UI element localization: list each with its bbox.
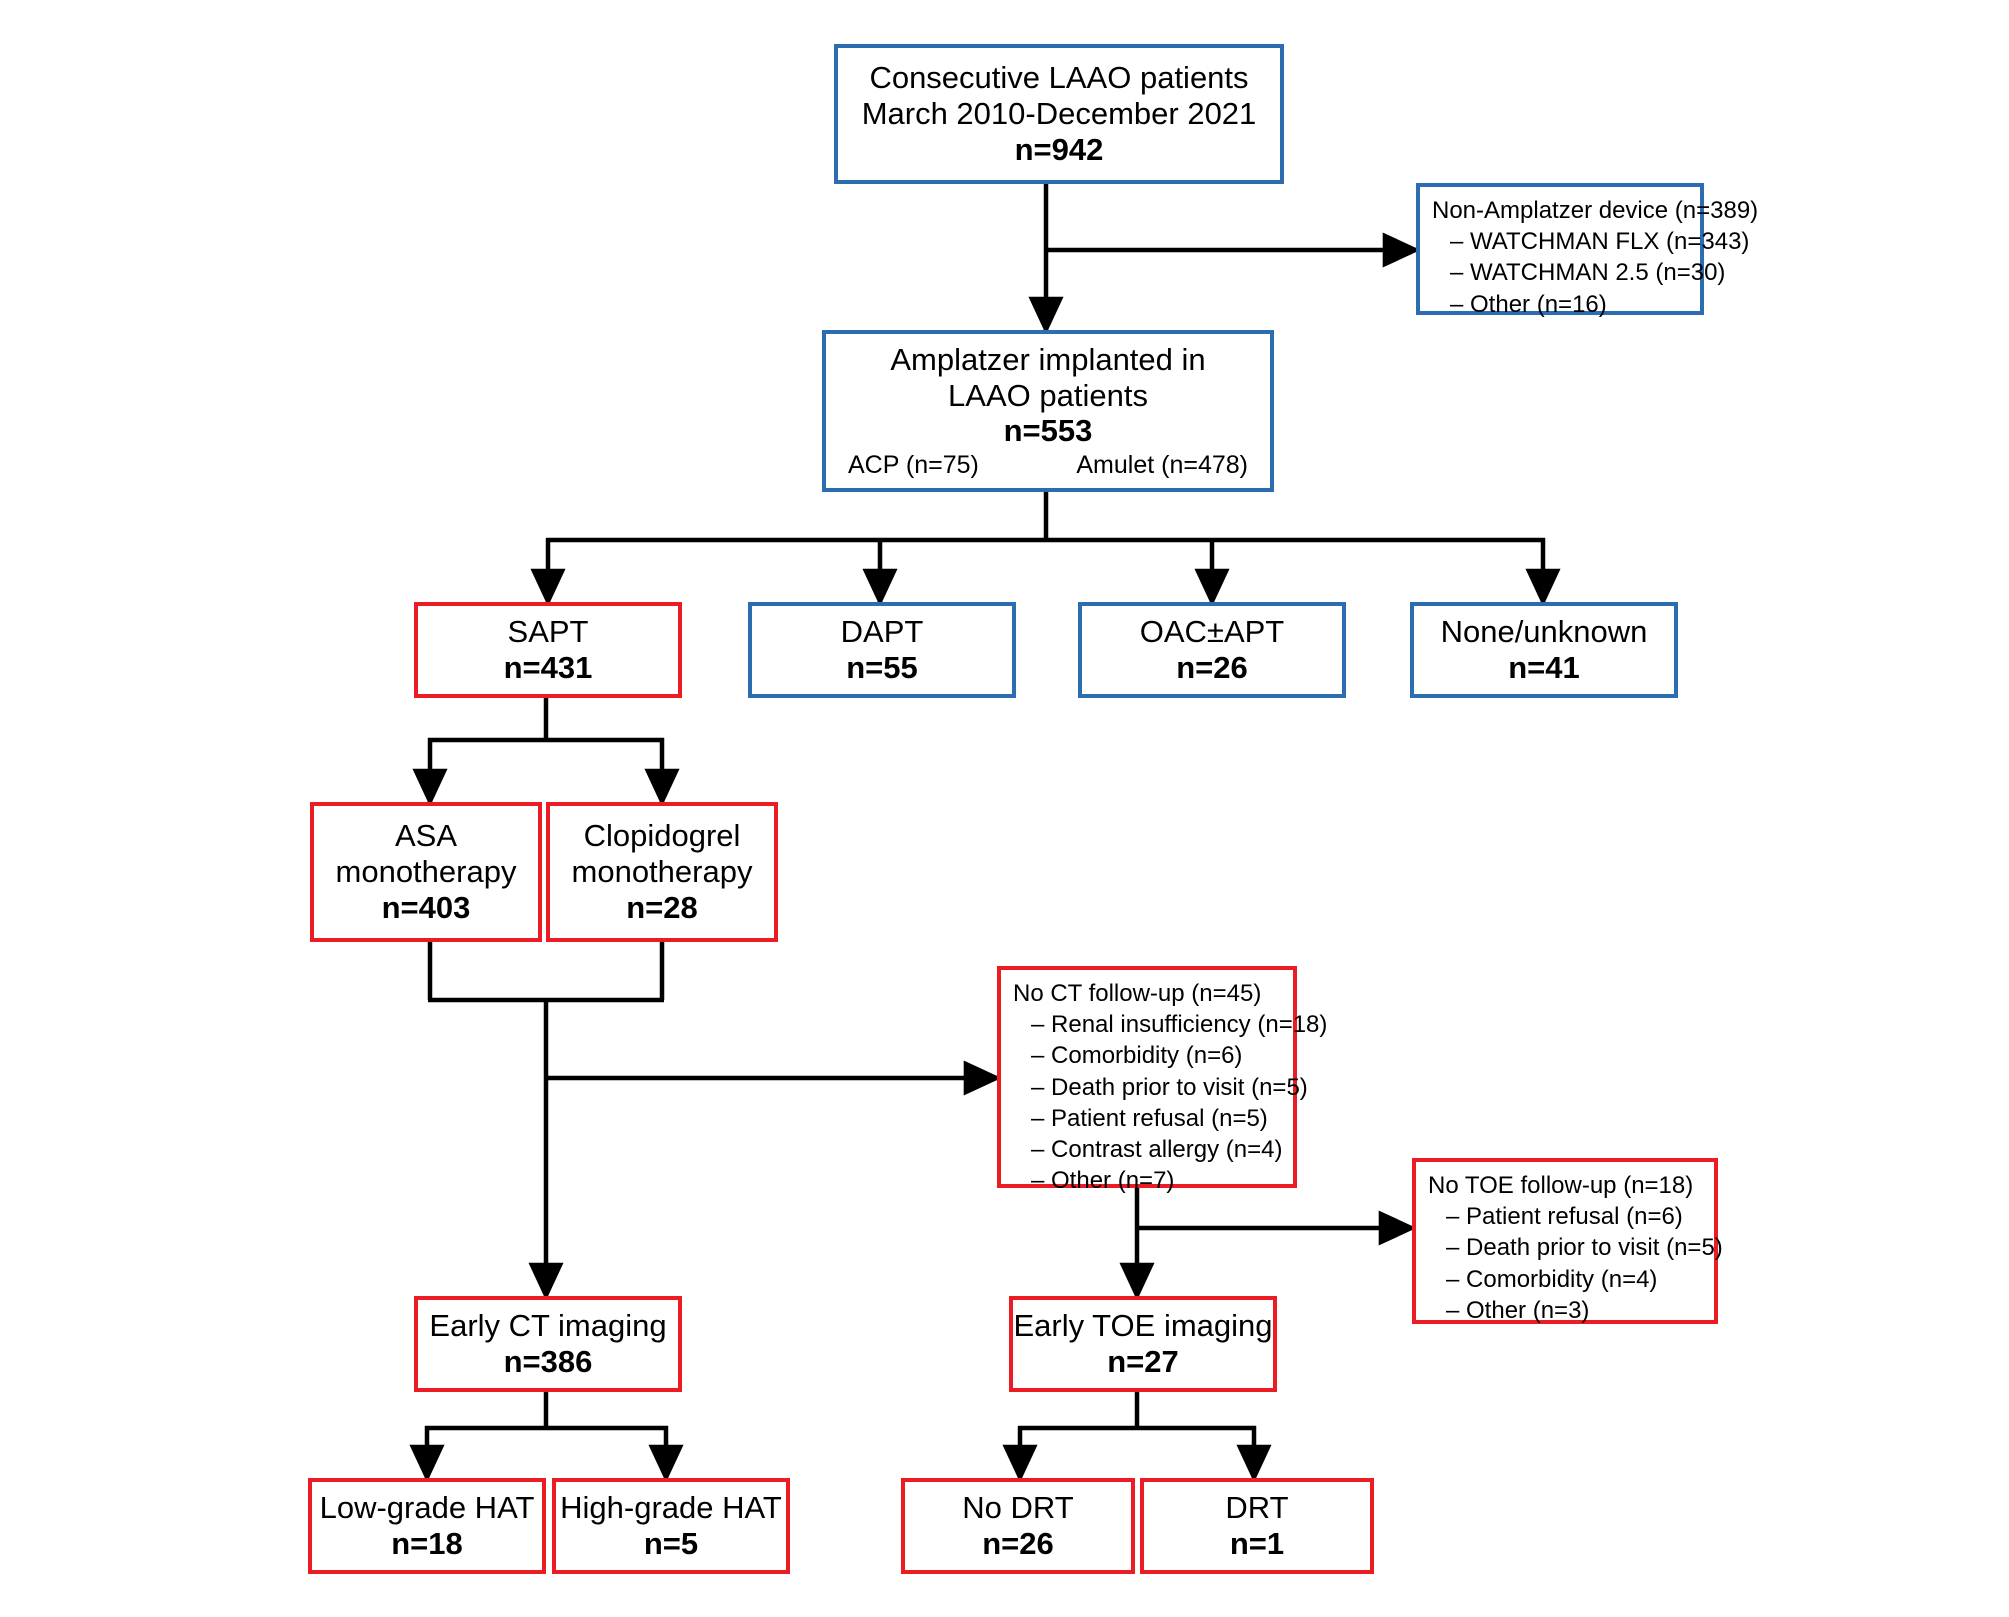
drt-label: DRT — [1225, 1490, 1289, 1526]
early-ct-count: n=386 — [503, 1344, 593, 1379]
non-amplatzer-line2: – WATCHMAN FLX (n=343) — [1450, 228, 1750, 256]
node-sapt: SAPT n=431 — [414, 602, 682, 698]
asa-line2: monotherapy — [335, 854, 517, 890]
oac-count: n=26 — [1176, 650, 1248, 685]
no-toe-line2: – Patient refusal (n=6) — [1446, 1203, 1683, 1231]
consecutive-count: n=942 — [1014, 131, 1104, 167]
no-drt-label: No DRT — [962, 1490, 1074, 1526]
node-low-grade-hat: Low-grade HAT n=18 — [308, 1478, 546, 1574]
no-toe-line4: – Comorbidity (n=4) — [1446, 1265, 1658, 1293]
low-hat-count: n=18 — [391, 1526, 463, 1561]
node-no-toe-followup: No TOE follow-up (n=18) – Patient refusa… — [1412, 1158, 1723, 1324]
clopidogrel-count: n=28 — [626, 889, 698, 925]
early-toe-label: Early TOE imaging — [1013, 1308, 1273, 1344]
node-early-ct-imaging: Early CT imaging n=386 — [414, 1296, 682, 1392]
node-drt: DRT n=1 — [1140, 1478, 1374, 1574]
amplatzer-count: n=553 — [1003, 413, 1093, 449]
clopidogrel-line1: Clopidogrel — [583, 818, 741, 854]
high-hat-count: n=5 — [643, 1526, 699, 1561]
consecutive-line1: Consecutive LAAO patients — [869, 60, 1249, 96]
no-ct-line6: – Contrast allergy (n=4) — [1031, 1135, 1283, 1163]
asa-count: n=403 — [381, 889, 471, 925]
node-amplatzer-implanted: Amplatzer implanted in LAAO patients n=5… — [822, 330, 1274, 492]
node-dapt: DAPT n=55 — [748, 602, 1016, 698]
non-amplatzer-line3: – WATCHMAN 2.5 (n=30) — [1450, 259, 1726, 287]
no-ct-line4: – Death prior to visit (n=5) — [1031, 1073, 1308, 1101]
oac-label: OAC±APT — [1139, 614, 1285, 650]
high-hat-label: High-grade HAT — [560, 1490, 782, 1526]
no-toe-line3: – Death prior to visit (n=5) — [1446, 1234, 1723, 1262]
amplatzer-amulet-count: Amulet (n=478) — [1076, 451, 1248, 480]
dapt-count: n=55 — [846, 650, 918, 685]
early-ct-label: Early CT imaging — [429, 1308, 667, 1344]
node-clopidogrel-monotherapy: Clopidogrel monotherapy n=28 — [546, 802, 778, 942]
no-ct-line1: No CT follow-up (n=45) — [1013, 980, 1262, 1007]
amplatzer-device-breakdown: ACP (n=75) Amulet (n=478) — [826, 449, 1270, 480]
sapt-count: n=431 — [503, 650, 593, 685]
no-ct-line3: – Comorbidity (n=6) — [1031, 1042, 1243, 1070]
node-early-toe-imaging: Early TOE imaging n=27 — [1009, 1296, 1277, 1392]
amplatzer-acp-count: ACP (n=75) — [848, 451, 979, 480]
none-count: n=41 — [1508, 650, 1580, 685]
no-ct-line2: – Renal insufficiency (n=18) — [1031, 1011, 1328, 1039]
no-toe-line1: No TOE follow-up (n=18) — [1428, 1172, 1694, 1199]
non-amplatzer-line1: Non-Amplatzer device (n=389) — [1432, 197, 1759, 224]
consecutive-line2: March 2010-December 2021 — [861, 96, 1257, 132]
amplatzer-line2: LAAO patients — [948, 377, 1148, 413]
no-toe-line5: – Other (n=3) — [1446, 1296, 1590, 1324]
no-drt-count: n=26 — [982, 1526, 1054, 1561]
node-none-unknown: None/unknown n=41 — [1410, 602, 1678, 698]
node-asa-monotherapy: ASA monotherapy n=403 — [310, 802, 542, 942]
dapt-label: DAPT — [840, 614, 924, 650]
low-hat-label: Low-grade HAT — [319, 1490, 535, 1526]
none-label: None/unknown — [1440, 614, 1648, 650]
node-no-ct-followup: No CT follow-up (n=45) – Renal insuffici… — [997, 966, 1327, 1194]
sapt-label: SAPT — [507, 614, 589, 650]
no-ct-line5: – Patient refusal (n=5) — [1031, 1104, 1268, 1132]
clopidogrel-line2: monotherapy — [571, 854, 753, 890]
no-ct-line7: – Other (n=7) — [1031, 1167, 1175, 1195]
node-consecutive-laao-patients: Consecutive LAAO patients March 2010-Dec… — [834, 44, 1284, 184]
amplatzer-line1: Amplatzer implanted in — [890, 341, 1206, 377]
non-amplatzer-line4: – Other (n=16) — [1450, 290, 1607, 318]
asa-line1: ASA — [394, 818, 458, 854]
node-non-amplatzer-device: Non-Amplatzer device (n=389) – WATCHMAN … — [1416, 183, 1758, 318]
early-toe-count: n=27 — [1107, 1344, 1179, 1379]
node-oac-apt: OAC±APT n=26 — [1078, 602, 1346, 698]
node-no-drt: No DRT n=26 — [901, 1478, 1135, 1574]
node-high-grade-hat: High-grade HAT n=5 — [552, 1478, 790, 1574]
drt-count: n=1 — [1229, 1526, 1285, 1561]
